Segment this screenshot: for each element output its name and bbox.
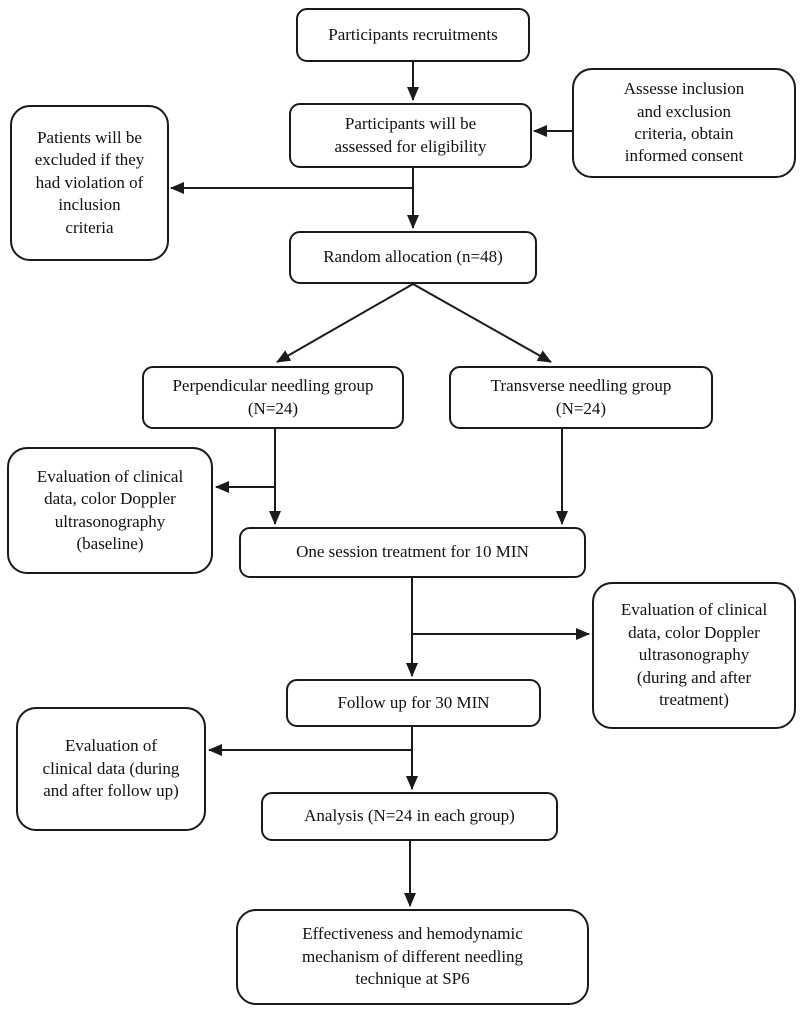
node-outcome: Effectiveness and hemodynamic mechanism … xyxy=(236,909,589,1005)
node-follow-up-evaluation: Evaluation of clinical data (during and … xyxy=(16,707,206,831)
edge-random-to-transverse xyxy=(412,283,552,363)
node-one-session-treatment: One session treatment for 10 MIN xyxy=(239,527,586,578)
node-perpendicular-needling-group: Perpendicular needling group (N=24) xyxy=(142,366,404,429)
node-follow-up: Follow up for 30 MIN xyxy=(286,679,541,727)
node-treatment-evaluation: Evaluation of clinical data, color Doppl… xyxy=(592,582,796,729)
node-patients-excluded: Patients will be excluded if they had vi… xyxy=(10,105,169,261)
node-eligibility-assessment: Participants will be assessed for eligib… xyxy=(289,103,532,168)
node-participants-recruitment: Participants recruitments xyxy=(296,8,530,62)
node-baseline-evaluation: Evaluation of clinical data, color Doppl… xyxy=(7,447,213,574)
node-transverse-needling-group: Transverse needling group (N=24) xyxy=(449,366,713,429)
node-analysis: Analysis (N=24 in each group) xyxy=(261,792,558,841)
node-assess-criteria-consent: Assesse inclusion and exclusion criteria… xyxy=(572,68,796,178)
node-random-allocation: Random allocation (n=48) xyxy=(289,231,537,284)
edge-random-to-perpendicular xyxy=(276,283,414,363)
